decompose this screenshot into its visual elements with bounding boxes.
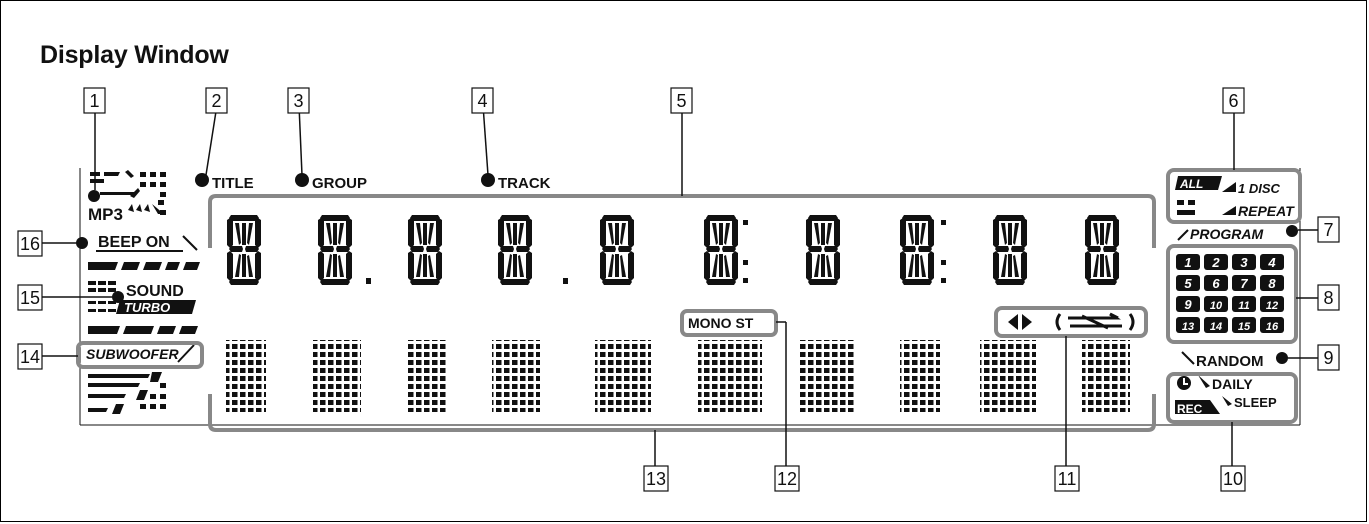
mp3-label: MP3 [88,205,123,224]
svg-text:1: 1 [1184,255,1191,270]
repeat-label: REPEAT [1238,203,1295,219]
program-number-7: 7 [1232,275,1256,291]
callout-4: 4 [471,87,494,114]
program-number-2: 2 [1204,254,1228,270]
svg-text:6: 6 [1212,276,1220,291]
track-label: TRACK [498,175,551,192]
callout-number: 15 [20,288,40,308]
program-number-15: 15 [1232,317,1256,333]
callout-8: 8 [1317,284,1340,311]
svg-text:5: 5 [1184,276,1192,291]
program-number-6: 6 [1204,275,1228,291]
callout-number: 6 [1228,91,1238,111]
callout-number: 4 [477,91,487,111]
mono-st-label: MONO ST [688,315,754,331]
right-indicators: ALL 1 DISC REPEAT PROGRAM RANDOM DAILY S… [1175,176,1298,416]
callout-10: 10 [1220,465,1246,492]
sound-label: SOUND [126,283,184,300]
program-number-10: 10 [1204,296,1228,312]
callout-1: 1 [83,87,106,114]
daily-label: DAILY [1212,376,1253,392]
one-disc-label: 1 DISC [1238,181,1281,196]
program-number-13: 13 [1176,317,1200,333]
svg-text:2: 2 [1211,255,1220,270]
rec-label: REC [1177,402,1203,416]
svg-text:14: 14 [1210,321,1222,333]
svg-text:16: 16 [1266,321,1279,333]
callout-number: 1 [89,91,99,111]
callout-5: 5 [670,87,693,114]
callout-number: 2 [211,91,221,111]
svg-text:13: 13 [1182,321,1194,333]
callout-9: 9 [1317,344,1340,371]
program-number-11: 11 [1232,296,1256,312]
callout-12: 12 [774,465,800,492]
callout-number: 3 [293,91,303,111]
callout-number: 5 [676,91,686,111]
callout-number: 7 [1323,220,1333,240]
program-label: PROGRAM [1190,226,1263,242]
callout-number: 12 [777,469,797,489]
svg-text:11: 11 [1238,300,1249,312]
callout-number: 8 [1323,288,1333,308]
callout-2: 2 [205,87,228,114]
all-label: ALL [1179,177,1203,191]
highlight-boxes [76,168,1302,424]
callout-number: 16 [20,234,40,254]
program-number-3: 3 [1232,254,1256,270]
svg-text:4: 4 [1267,255,1276,270]
random-label: RANDOM [1196,353,1264,370]
program-number-8: 8 [1260,275,1284,291]
segment-digits [227,215,1119,285]
arrow-indicators [1008,312,1135,331]
callout-number: 13 [646,469,666,489]
program-number-4: 4 [1260,254,1284,270]
program-number-14: 14 [1204,317,1228,333]
svg-text:9: 9 [1184,297,1192,312]
beep-on-label: BEEP ON [98,234,170,251]
callout-11: 11 [1054,465,1080,492]
program-number-5: 5 [1176,275,1200,291]
svg-text:15: 15 [1238,321,1251,333]
svg-text:7: 7 [1240,276,1248,291]
callout-3: 3 [287,87,310,114]
callout-number: 10 [1223,469,1243,489]
callout-16: 16 [17,230,43,257]
svg-text:3: 3 [1240,255,1248,270]
left-indicators: MP3 BEEP ON SOUND TURBO SUBWOOFER [76,170,200,414]
program-number-1: 1 [1176,254,1200,270]
svg-text:8: 8 [1268,276,1276,291]
leader-lines [40,104,1318,466]
program-number-12: 12 [1260,296,1284,312]
group-label: GROUP [312,175,367,192]
dot-matrix [226,340,1130,412]
mono-st-indicator: MONO ST [688,315,754,331]
source-labels: TITLE GROUP TRACK [195,173,551,192]
turbo-label: TURBO [124,300,170,315]
callout-number: 11 [1058,469,1077,489]
callout-number: 14 [20,347,40,367]
program-number-16: 16 [1260,317,1284,333]
svg-text:10: 10 [1210,300,1223,312]
callout-14: 14 [17,343,43,370]
svg-text:12: 12 [1266,300,1278,312]
callout-number: 9 [1323,348,1333,368]
program-number-9: 9 [1176,296,1200,312]
title-label: TITLE [212,175,254,192]
callout-7: 7 [1317,216,1340,243]
callout-6: 6 [1222,87,1245,114]
subwoofer-label: SUBWOOFER [86,346,179,362]
bracket-matrix [208,394,1156,432]
callout-13: 13 [643,465,669,492]
page-title: Display Window [40,41,229,69]
sleep-label: SLEEP [1234,395,1277,410]
callout-15: 15 [17,284,43,311]
